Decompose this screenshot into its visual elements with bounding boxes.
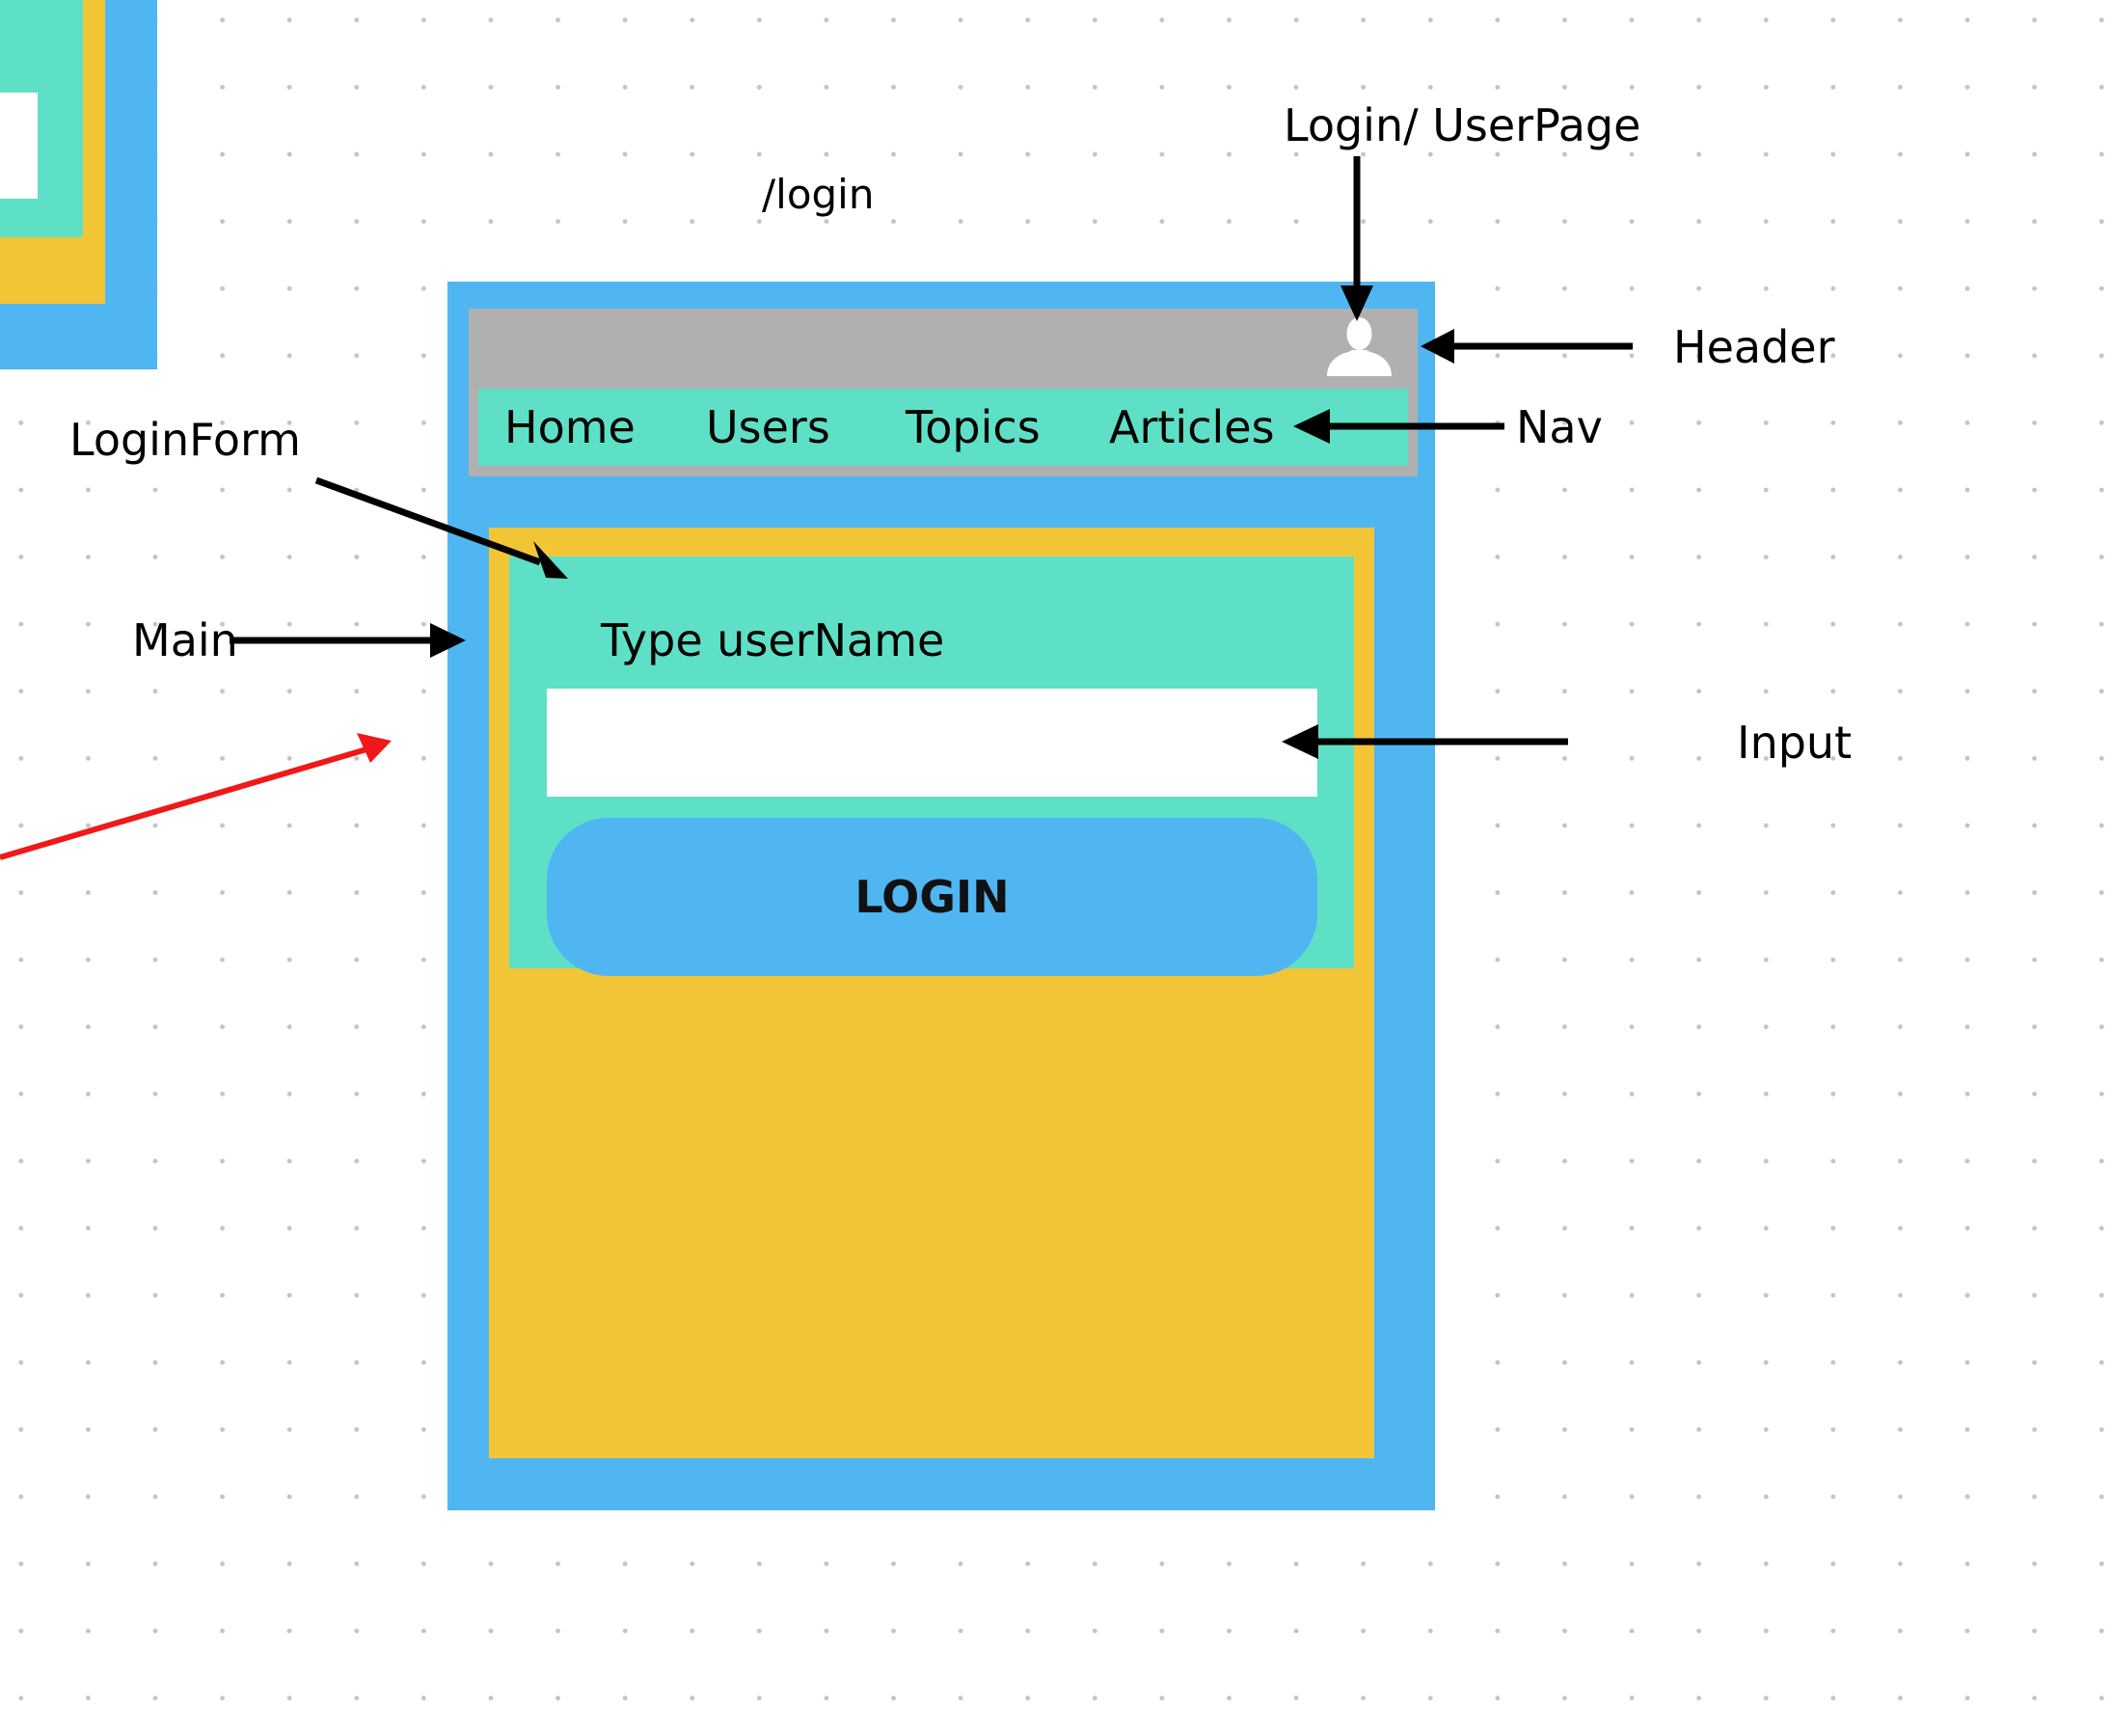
username-label: Type userName — [601, 614, 945, 666]
arrow-header — [1421, 329, 1633, 364]
nav-bar: Home Users Topics Articles — [478, 389, 1408, 466]
user-silhouette-icon-graphic — [1327, 317, 1392, 376]
annotation-loginform: LoginForm — [69, 414, 301, 466]
username-input[interactable] — [547, 689, 1317, 797]
annotation-nav: Nav — [1516, 401, 1603, 453]
arrow-main — [230, 623, 466, 658]
nav-item-users[interactable]: Users — [706, 401, 830, 453]
annotation-header: Header — [1673, 321, 1835, 373]
annotation-login-userpage: Login/ UserPage — [1284, 99, 1641, 151]
nav-item-home[interactable]: Home — [504, 401, 636, 453]
annotation-main: Main — [132, 614, 238, 666]
login-button[interactable]: LOGIN — [547, 818, 1317, 976]
nav-item-articles[interactable]: Articles — [1109, 401, 1275, 453]
arrow-red-highlight — [0, 733, 392, 860]
user-silhouette-icon[interactable] — [1323, 316, 1395, 376]
nav-item-topics[interactable]: Topics — [906, 401, 1041, 453]
route-label: /login — [762, 171, 875, 218]
mini-wireframe-input — [0, 93, 38, 199]
annotation-input: Input — [1737, 717, 1853, 769]
